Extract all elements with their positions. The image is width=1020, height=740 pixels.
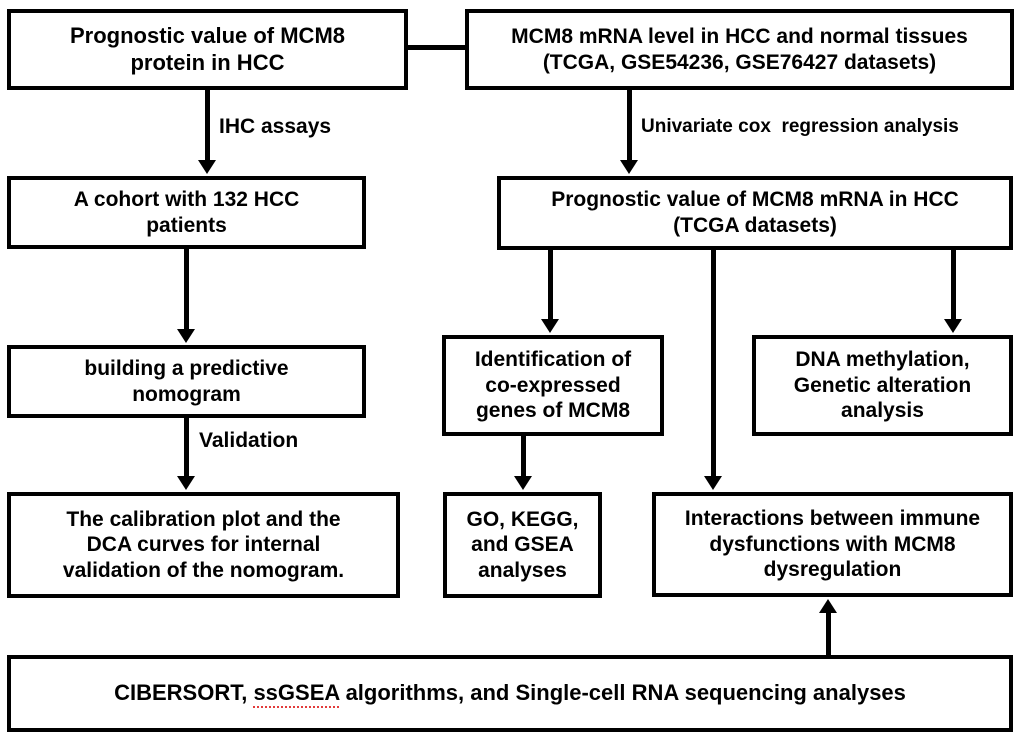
connector-mrna-to-prognosis <box>627 90 632 162</box>
connector-prognosis-to-immune <box>711 250 716 478</box>
algorithms-text-after: algorithms, and Single-cell RNA sequenci… <box>339 680 906 706</box>
node-cohort: A cohort with 132 HCC patients <box>7 176 366 249</box>
algorithms-text: CIBERSORT, ssGSEA algorithms, and Single… <box>114 680 906 709</box>
connector-coexpressed-to-enrichment <box>521 436 526 480</box>
arrowhead-prognosis-to-coexpressed <box>541 319 559 333</box>
connector-nomogram-to-calibration <box>184 418 189 480</box>
node-calibration-dca: The calibration plot and the DCA curves … <box>7 492 400 598</box>
arrowhead-mrna-to-prognosis <box>620 160 638 174</box>
node-methylation-alteration: DNA methylation, Genetic alteration anal… <box>752 335 1013 436</box>
edge-label-ihc-assays: IHC assays <box>219 115 332 138</box>
arrowhead-prognosis-to-immune <box>704 476 722 490</box>
connector-algorithms-to-immune <box>826 611 831 657</box>
node-protein-prognosis: Prognostic value of MCM8 protein in HCC <box>7 9 408 90</box>
node-mrna-level: MCM8 mRNA level in HCC and normal tissue… <box>465 9 1014 90</box>
arrowhead-algorithms-to-immune <box>819 599 837 613</box>
connector-prognosis-to-methylation <box>951 250 956 321</box>
connector-protein-to-mrna <box>408 45 465 50</box>
edge-label-univariate-cox: Univariate cox regression analysis <box>641 116 959 137</box>
node-coexpressed-genes: Identification of co-expressed genes of … <box>442 335 664 436</box>
node-immune-interactions: Interactions between immune dysfunctions… <box>652 492 1013 597</box>
connector-protein-to-cohort <box>205 90 210 162</box>
arrowhead-coexpressed-to-enrichment <box>514 476 532 490</box>
arrowhead-nomogram-to-calibration <box>177 476 195 490</box>
edge-label-validation: Validation <box>199 429 299 452</box>
node-nomogram: building a predictive nomogram <box>7 345 366 418</box>
algorithms-text-before: CIBERSORT, <box>114 680 254 706</box>
node-enrichment-analyses: GO, KEGG, and GSEA analyses <box>443 492 602 598</box>
arrowhead-protein-to-cohort <box>198 160 216 174</box>
connector-prognosis-to-coexpressed <box>548 250 553 321</box>
algorithms-text-misspelled: ssGSEA <box>253 680 340 709</box>
arrowhead-cohort-to-nomogram <box>177 329 195 343</box>
node-mrna-prognosis: Prognostic value of MCM8 mRNA in HCC (TC… <box>497 176 1013 250</box>
node-algorithms: CIBERSORT, ssGSEA algorithms, and Single… <box>7 655 1013 732</box>
arrowhead-prognosis-to-methylation <box>944 319 962 333</box>
connector-cohort-to-nomogram <box>184 249 189 331</box>
